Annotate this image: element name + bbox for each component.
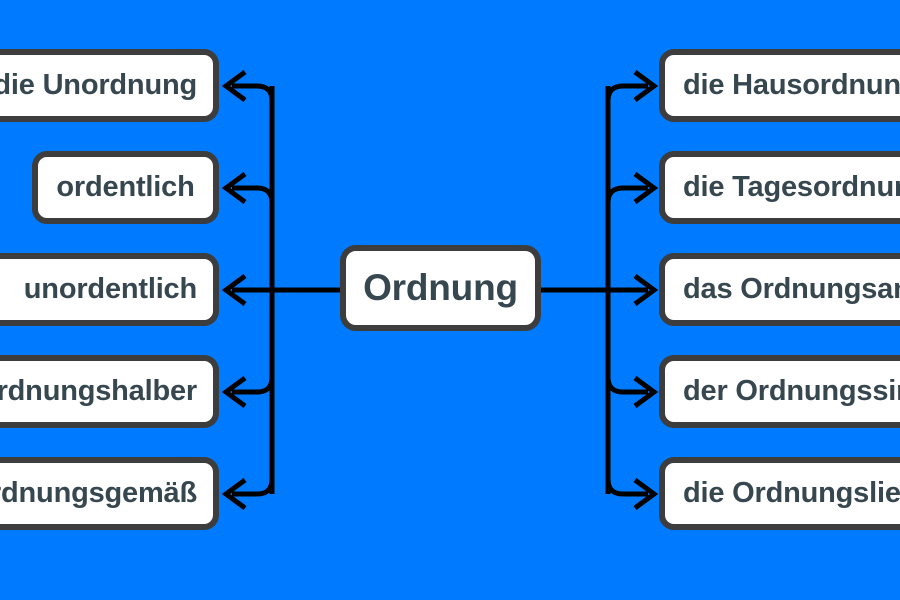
arrowhead-left-4 <box>221 375 247 409</box>
right-branch-1 <box>605 83 648 102</box>
left-branch-1 <box>232 83 275 102</box>
node-left-1[interactable]: die Unordnung <box>0 49 219 122</box>
arrowhead-right-3 <box>633 273 659 307</box>
node-left-2[interactable]: ordentlich <box>32 151 219 224</box>
arrowhead-left-1 <box>221 69 247 103</box>
node-left-3[interactable]: unordentlich <box>0 253 219 326</box>
arrowhead-right-1 <box>633 69 659 103</box>
arrowhead-right-5 <box>633 477 659 511</box>
arrowhead-left-2 <box>221 171 247 205</box>
node-right-1[interactable]: die Hausordnung <box>659 49 900 122</box>
left-branch-4 <box>232 376 275 395</box>
arrowhead-left-5 <box>221 477 247 511</box>
left-branch-2 <box>232 185 275 204</box>
arrowhead-left-3 <box>221 273 247 307</box>
node-left-4[interactable]: ordnungshalber <box>0 355 219 428</box>
node-right-4[interactable]: der Ordnungssinn <box>659 355 900 428</box>
node-right-3[interactable]: das Ordnungsamt <box>659 253 900 326</box>
right-branch-2 <box>605 185 648 204</box>
node-right-2[interactable]: die Tagesordnung <box>659 151 900 224</box>
arrowhead-right-2 <box>633 171 659 205</box>
left-branch-5 <box>232 478 275 497</box>
right-branch-5 <box>605 478 648 497</box>
node-left-5[interactable]: ordnungsgemäß <box>0 457 219 530</box>
node-center-ordnung[interactable]: Ordnung <box>340 245 541 331</box>
node-right-5[interactable]: die Ordnungsliebe <box>659 457 900 530</box>
arrowhead-right-4 <box>633 375 659 409</box>
right-branch-4 <box>605 376 648 395</box>
